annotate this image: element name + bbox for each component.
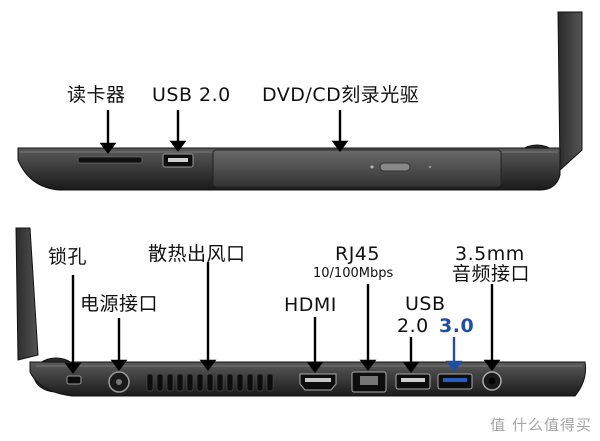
label-lock: 锁孔 — [48, 246, 88, 268]
right-side-view — [17, 11, 583, 191]
lock-slot — [66, 375, 82, 385]
label-usb20-top: USB 2.0 — [152, 84, 231, 106]
card-reader-slot — [77, 156, 143, 164]
label-rj45-speed: 10/100Mbps — [313, 266, 394, 281]
vent-slots — [146, 373, 274, 392]
lid — [557, 11, 583, 172]
watermark: 值 什么值得买 — [490, 416, 592, 434]
label-audio-size: 3.5mm — [455, 243, 525, 265]
label-usb30: 3.0 — [439, 315, 475, 337]
lid-left — [15, 227, 39, 361]
label-usb20-bottom: 2.0 — [397, 315, 429, 337]
label-usb: USB — [405, 293, 446, 315]
arrow-usb30 — [445, 337, 463, 372]
arrows-bottom — [64, 262, 501, 374]
left-side-view — [15, 227, 586, 397]
label-card-reader: 读卡器 — [67, 84, 126, 106]
label-vent: 散热出风口 — [148, 243, 246, 265]
label-audio: 音频接口 — [452, 263, 531, 285]
label-dvd: DVD/CD刻录光驱 — [262, 84, 420, 106]
optical-drive — [212, 149, 502, 188]
label-power: 电源接口 — [80, 293, 159, 315]
arrows-top — [99, 110, 349, 154]
label-rj45: RJ45 — [335, 243, 380, 265]
eject-button — [379, 162, 411, 172]
label-hdmi: HDMI — [284, 294, 337, 316]
